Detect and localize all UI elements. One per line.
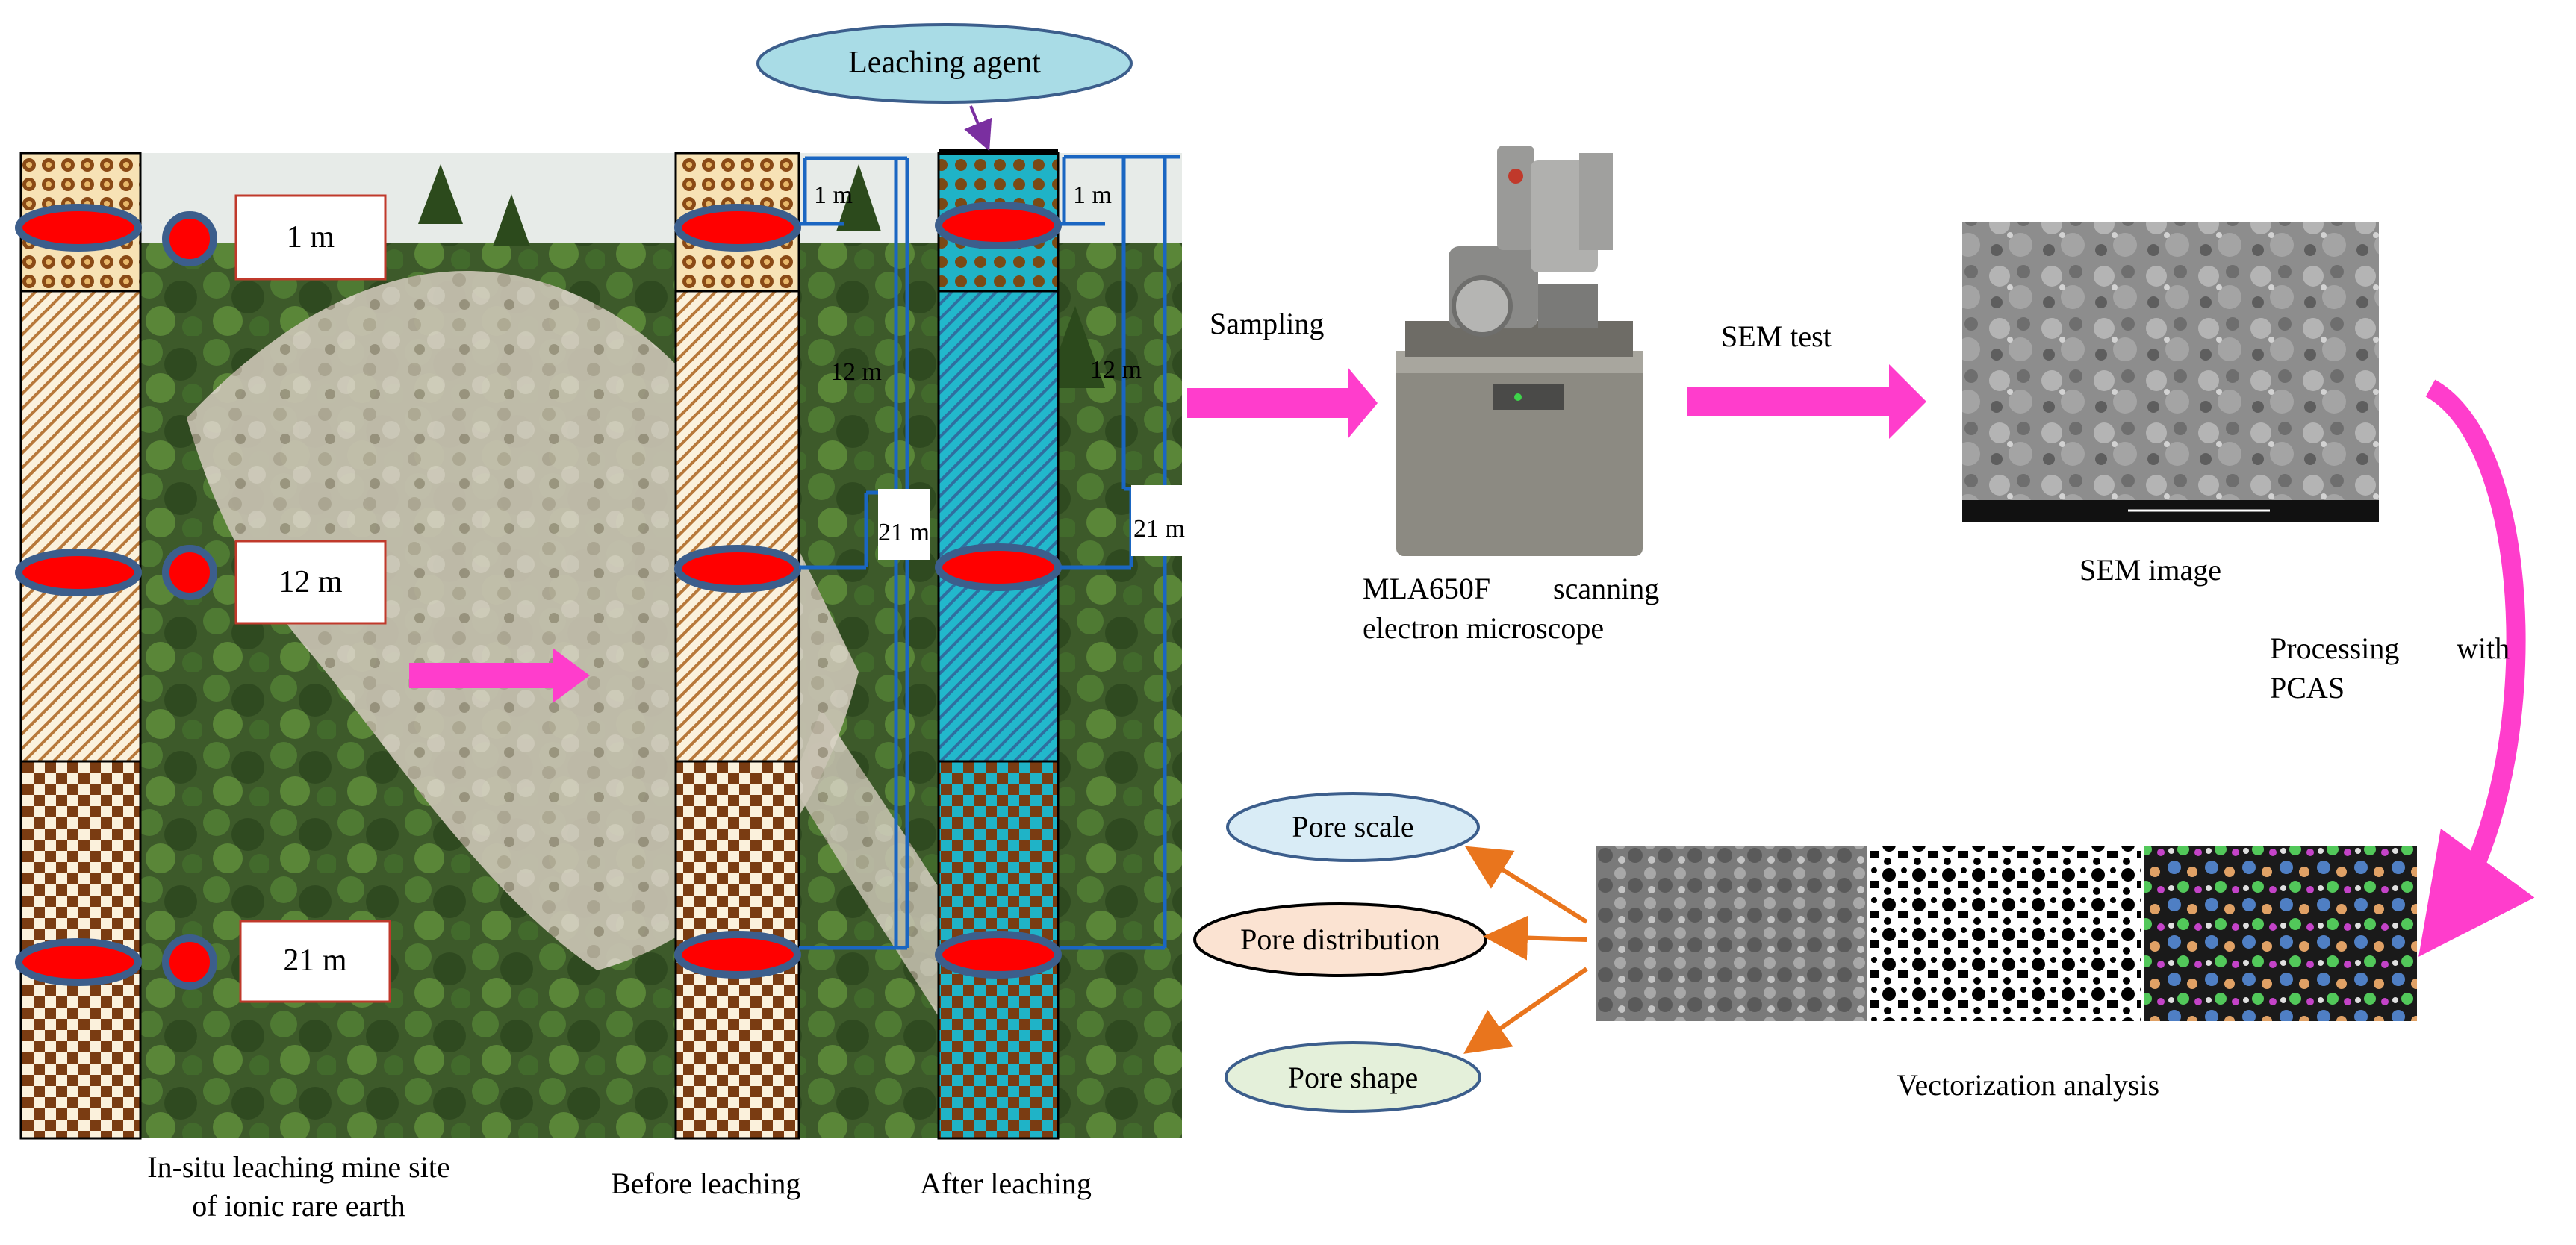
- depth-box-12m: [234, 540, 387, 625]
- microscope-label-a: MLA650F: [1363, 572, 1491, 605]
- depth-label-boxes: [234, 194, 391, 1003]
- pore-shape-ellipse: [1225, 1041, 1481, 1113]
- processing-label-c: PCAS: [2270, 671, 2345, 705]
- sample-ellipse-12m: [15, 549, 142, 596]
- sample-ellipse-21m: [15, 938, 142, 986]
- after-21m-box: [1131, 485, 1183, 556]
- pore-distribution-label: Pore distribution: [1240, 923, 1440, 956]
- leaching-agent-arrow: [964, 105, 992, 152]
- sampling-arrow: [1187, 367, 1378, 439]
- pore-scale-label: Pore scale: [1292, 810, 1414, 843]
- sample-dot-1m: [162, 211, 217, 266]
- processing-arrow: [2418, 379, 2535, 957]
- after-leaching-column: [935, 149, 1062, 1140]
- photo-to-column-arrow: [409, 648, 590, 703]
- pore-scale-ellipse: [1226, 792, 1480, 862]
- panel-grayscale: [1596, 846, 1867, 1021]
- pore-shape-label: Pore shape: [1287, 1061, 1419, 1094]
- processing-label-a: Processing: [2270, 631, 2400, 665]
- sample-ellipse-1m: [15, 204, 142, 252]
- before-leaching-column: [674, 152, 801, 1140]
- before-measure-21m: 21 m: [878, 519, 930, 546]
- before-measure-1m: 1 m: [814, 181, 853, 209]
- vectorization-panels: [1596, 846, 2417, 1021]
- before-caption: Before leaching: [611, 1167, 801, 1200]
- depth-box-21m: [239, 920, 391, 1003]
- mine-soil-column: [19, 152, 142, 1140]
- depth-label-21m: 21 m: [283, 943, 347, 978]
- sampling-label: Sampling: [1210, 307, 1325, 340]
- leaching-agent-label: Leaching agent: [848, 46, 1041, 80]
- panel-colored: [2144, 846, 2417, 1021]
- sem-test-arrow: [1687, 364, 1926, 439]
- depth-label-12m: 12 m: [279, 565, 343, 599]
- mine-caption-line2: of ionic rare earth: [192, 1189, 405, 1223]
- sample-dot-12m: [162, 545, 217, 600]
- after-caption: After leaching: [920, 1167, 1092, 1200]
- before-measure-12m: 12 m: [830, 358, 882, 386]
- microscope-label-b: scanning: [1553, 572, 1660, 605]
- microscope-label-line2: electron microscope: [1363, 611, 1605, 645]
- mine-sample-markers: [15, 204, 217, 990]
- microscope-image: [1396, 146, 1643, 556]
- output-arrows: [1463, 846, 1588, 1054]
- panel-binary: [1870, 846, 2141, 1021]
- mine-caption-line1: In-situ leaching mine site: [147, 1150, 450, 1184]
- after-measure-12m: 12 m: [1090, 356, 1142, 384]
- leaching-agent-ellipse: [756, 23, 1133, 104]
- sample-dot-21m: [162, 934, 217, 990]
- depth-label-1m: 1 m: [286, 220, 335, 255]
- sem-image: [1962, 222, 2379, 522]
- processing-label-b: with: [2457, 631, 2510, 665]
- after-measure-21m: 21 m: [1133, 515, 1185, 543]
- vectorization-label: Vectorization analysis: [1897, 1068, 2160, 1102]
- before-21m-box: [878, 489, 930, 560]
- sem-image-label: SEM image: [2079, 553, 2221, 587]
- after-measure-1m: 1 m: [1073, 181, 1112, 209]
- depth-box-1m: [234, 194, 387, 281]
- sem-test-label: SEM test: [1721, 319, 1832, 353]
